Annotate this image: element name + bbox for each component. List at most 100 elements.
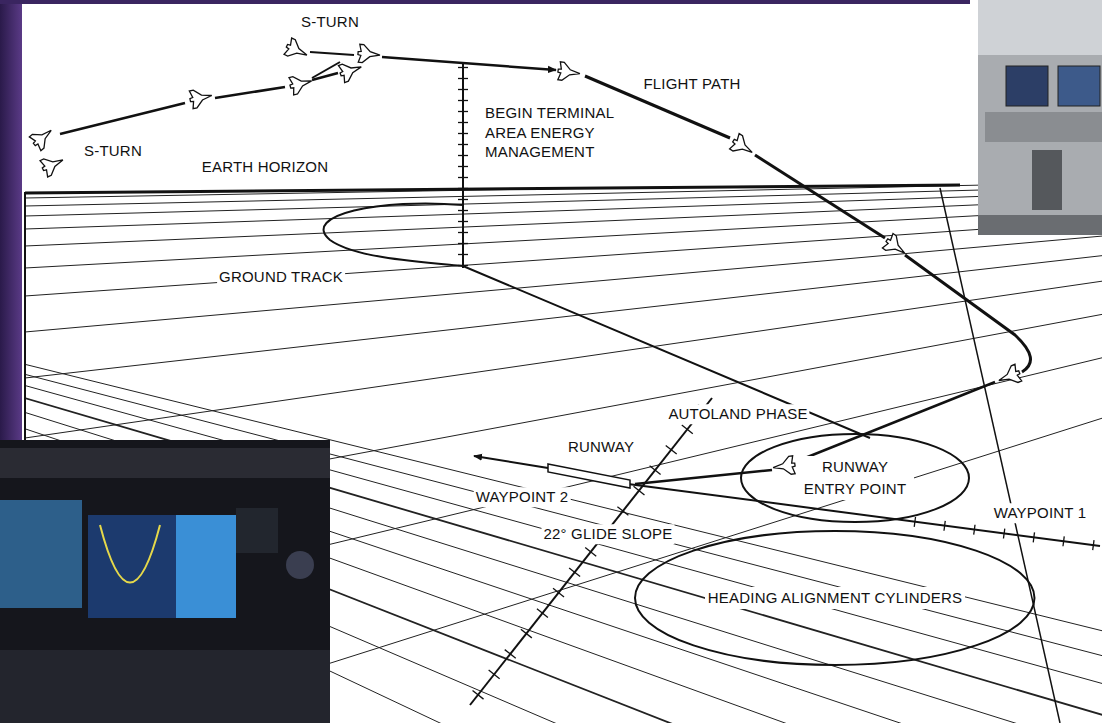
photo-screen [0,500,82,608]
photo-frame [978,0,1102,235]
grid-line [0,165,1102,251]
photo-seal [286,551,314,579]
photo-curve [100,525,160,583]
tick-mark [666,445,677,454]
tick-mark [458,78,468,79]
flight-path [800,382,995,460]
diagram-label: AUTOLAND PHASE [666,404,809,424]
shuttle-icon [283,38,311,64]
photo-panel [978,0,1102,55]
grid-line [0,185,1102,723]
tick-mark [458,67,468,68]
tick-mark [650,466,661,475]
tick-mark [1063,536,1064,546]
grid-line [0,185,1081,723]
glide-slope-line [470,398,712,705]
photo-screen [88,515,176,618]
ellipse-outline [741,434,969,522]
diagram-label: BEGIN TERMINAL AREA ENERGY MANAGEMENT [483,103,637,162]
tick-mark [458,155,468,156]
grid-line [0,185,1102,723]
diagram-label: 22° GLIDE SLOPE [541,524,674,544]
grid-line [0,165,1102,723]
ground-grid [0,165,1102,723]
grid-line [0,185,1102,723]
tick-mark [914,517,915,527]
diagram-label: EARTH HORIZON [200,157,331,177]
tick-mark [458,199,468,200]
diagram-label: FLIGHT PATH [641,74,742,94]
grid-line [0,185,782,723]
tick-mark [458,221,468,222]
tick-mark [458,177,468,178]
shuttle-icon [188,87,213,109]
flight-path [382,57,556,70]
grid-line [0,185,483,723]
tick-mark [458,243,468,244]
tick-mark [458,254,468,255]
tick-mark [458,111,468,112]
photo-screen [1006,66,1048,106]
photo-panel [978,215,1102,235]
tick-mark [585,548,596,557]
tick-mark [458,265,468,266]
tick-mark [569,568,580,577]
shuttle-icon [357,44,380,64]
tick-mark [1033,532,1034,542]
runway-strip [548,464,630,488]
tick-mark [458,100,468,101]
shuttle-icon [996,364,1023,389]
diagram-label: GROUND TRACK [217,267,345,287]
horizon-line [25,185,960,193]
grid-line [0,185,1102,723]
shuttle-icon [39,152,67,178]
photo-frame [0,440,330,723]
diagram-label: WAYPOINT 2 [474,487,571,507]
tick-mark [458,166,468,167]
tick-mark [458,122,468,123]
grid-line [0,165,1102,275]
ellipse-outline [635,531,1034,665]
tick-mark [458,144,468,145]
region-text-group: HEADING ALIGNMENT CYLINDERS [705,587,965,609]
tick-mark [458,210,468,211]
ellipse-region: HEADING ALIGNMENT CYLINDERS [634,530,1035,666]
diagram-label: WAYPOINT 1 [992,503,1089,523]
top-band [0,0,970,4]
tick-marks [473,405,709,700]
tick-mark [458,89,468,90]
flight-path [60,52,1031,484]
tick-mark [634,486,645,495]
region-label: HEADING ALIGNMENT CYLINDERS [708,587,962,609]
region-text-group: RUNWAY ENTRY POINT [796,456,914,500]
shuttle-icon [882,233,910,260]
grid-line [0,185,1102,723]
shuttle-icon [557,62,581,83]
grid-line [0,165,1102,343]
cockpit-photo [978,0,1102,235]
tick-mark [553,588,564,597]
grid-line [0,165,1102,392]
flight-path [60,103,185,134]
flight-path [635,470,772,484]
tick-mark [974,525,975,535]
photo-panel [985,112,1102,142]
grid-line [0,165,1102,648]
flight-path [905,255,1031,372]
tick-mark [473,690,484,699]
ground-edge [940,188,1060,723]
flight-path [310,52,354,55]
flight-path [215,87,285,98]
tick-mark [489,670,500,679]
tick-mark [458,188,468,189]
grid-line [0,185,334,723]
photo-joystick [1032,150,1062,210]
diagram-label: RUNWAY [566,437,636,457]
grid-line [0,185,633,723]
photo-screen [176,515,236,618]
ellipse-region: RUNWAY ENTRY POINT [740,433,970,523]
grid-line [0,185,1102,723]
photo-screen [1058,66,1100,106]
mission-control-photo [0,440,330,723]
